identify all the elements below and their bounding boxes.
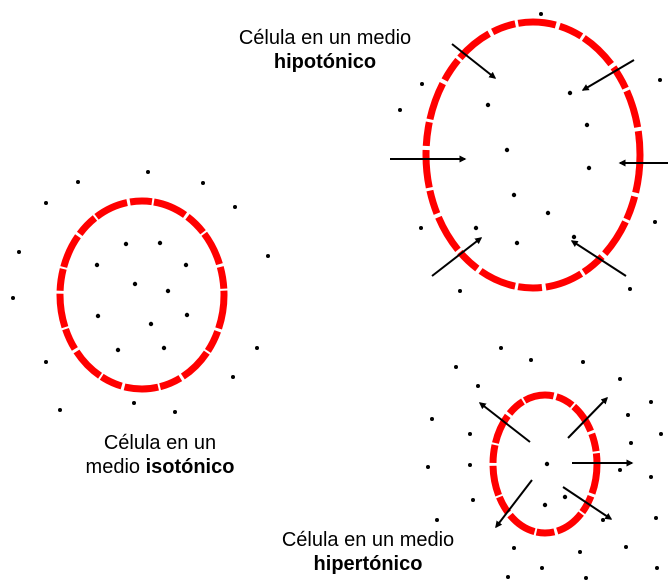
isotonic-membrane	[56, 197, 228, 393]
hypertonic-cell	[426, 346, 663, 580]
hypertonic-label-bold: hipertónico	[313, 553, 423, 575]
hypotonic-membrane	[422, 18, 644, 292]
isotonic-label: Célula en un medio isotónico	[40, 431, 280, 479]
hypertonic-outward-arrows	[478, 396, 634, 529]
hypertonic-particles	[426, 346, 663, 580]
hypotonic-label: Célula en un medio hipotónico	[205, 26, 445, 74]
hypertonic-label-line1: Célula en un medio	[281, 529, 455, 551]
hypotonic-label-line1: Célula en un medio	[238, 27, 412, 49]
isotonic-label-bold: isotónico	[145, 456, 235, 478]
hypertonic-label: Célula en un medio hipertónico	[243, 528, 493, 576]
hypotonic-particles	[398, 12, 662, 293]
hypotonic-cell	[390, 12, 668, 293]
isotonic-label-line2-prefix: medio	[85, 456, 146, 478]
hypotonic-inward-arrows	[390, 43, 668, 277]
isotonic-label-line1: Célula en un	[103, 432, 217, 454]
isotonic-cell	[11, 170, 270, 414]
hypotonic-label-bold: hipotónico	[273, 51, 377, 73]
isotonic-particles	[11, 170, 270, 414]
